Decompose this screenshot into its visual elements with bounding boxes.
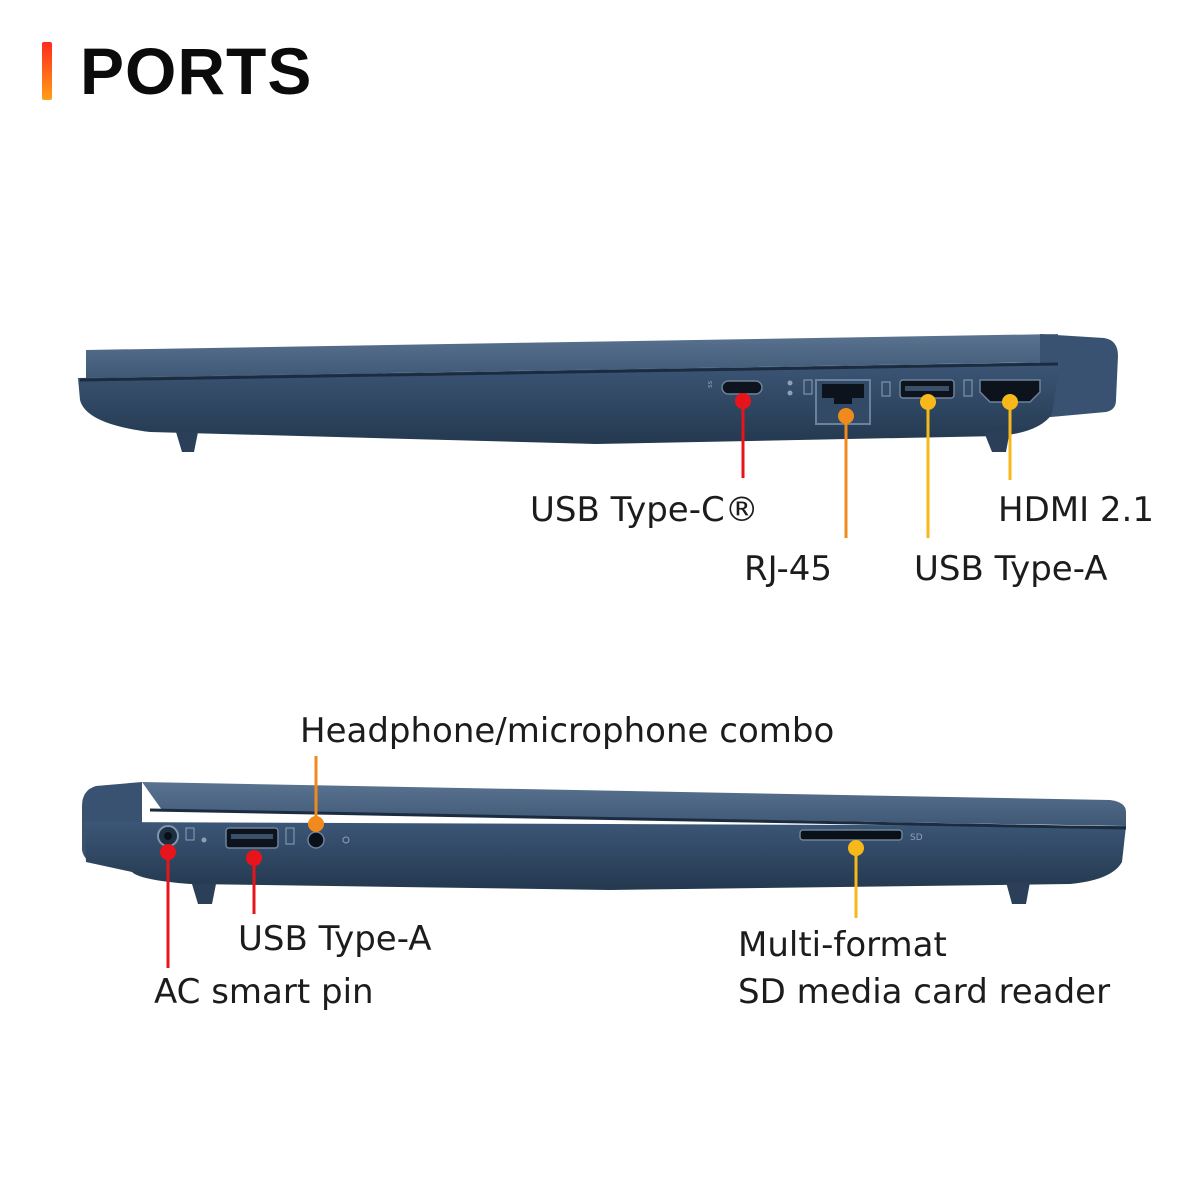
heading-accent-bar <box>42 42 52 100</box>
lid-seam <box>79 362 1059 382</box>
label-audio-combo: Headphone/microphone combo <box>300 711 834 751</box>
foot-right <box>1006 882 1030 904</box>
hdmi-marker <box>1002 394 1018 410</box>
rj45-port <box>822 384 864 404</box>
label-usb-a-left: USB Type-A <box>238 919 431 959</box>
laptop-right-side: ss USB Type-C® RJ-45 USB Type-A HDMI 2.1 <box>78 334 1154 589</box>
usb-a-engraving-left <box>285 827 295 845</box>
lid-seam <box>149 808 1127 830</box>
led-dot-2 <box>787 390 793 396</box>
sd-slot <box>799 829 903 841</box>
label-rj45: RJ-45 <box>744 549 832 589</box>
usb-a-marker <box>920 394 936 410</box>
ac-pin-marker <box>160 844 176 860</box>
label-usb-a-right: USB Type-A <box>914 549 1107 589</box>
rj45-engraving <box>803 379 813 395</box>
hdmi-engraving <box>963 379 973 397</box>
foot-right <box>984 430 1010 452</box>
usb-c-port <box>721 380 763 395</box>
ac-pin-engraving <box>185 827 195 841</box>
ac-pin-hole <box>164 832 172 840</box>
led-dot-1 <box>787 380 793 386</box>
hinge-block <box>1040 334 1118 418</box>
usb-c-engraving: ss <box>706 380 714 388</box>
headset-engraving <box>342 836 350 844</box>
label-sd-line1: Multi-format <box>738 925 947 965</box>
sd-engraving: SD <box>910 833 923 843</box>
sd-marker <box>848 840 864 856</box>
usb-a-left-marker <box>246 850 262 866</box>
usb-a-engraving <box>881 381 891 397</box>
rj45-marker <box>838 408 854 424</box>
base-edge <box>78 362 1060 444</box>
foot-left <box>192 884 216 904</box>
foot-left <box>176 432 198 452</box>
label-ac-pin: AC smart pin <box>154 972 374 1012</box>
label-sd-line2: SD media card reader <box>738 972 1110 1012</box>
charge-led <box>201 837 207 843</box>
hdmi-port <box>979 379 1041 403</box>
usb-c-marker <box>735 393 751 409</box>
audio-jack <box>307 831 325 849</box>
label-usb-c: USB Type-C® <box>530 490 759 530</box>
heading-title: PORTS <box>80 34 313 108</box>
lid-edge <box>86 334 1058 378</box>
label-hdmi: HDMI 2.1 <box>998 490 1154 530</box>
section-heading: PORTS <box>42 34 313 108</box>
laptop-left-side: SD Headphone/microphone combo USB Type-A… <box>82 711 1127 1012</box>
lid-edge <box>142 782 1126 826</box>
usb-a-tongue-left <box>231 834 273 839</box>
usb-a-tongue <box>905 386 949 391</box>
audio-marker <box>308 816 324 832</box>
